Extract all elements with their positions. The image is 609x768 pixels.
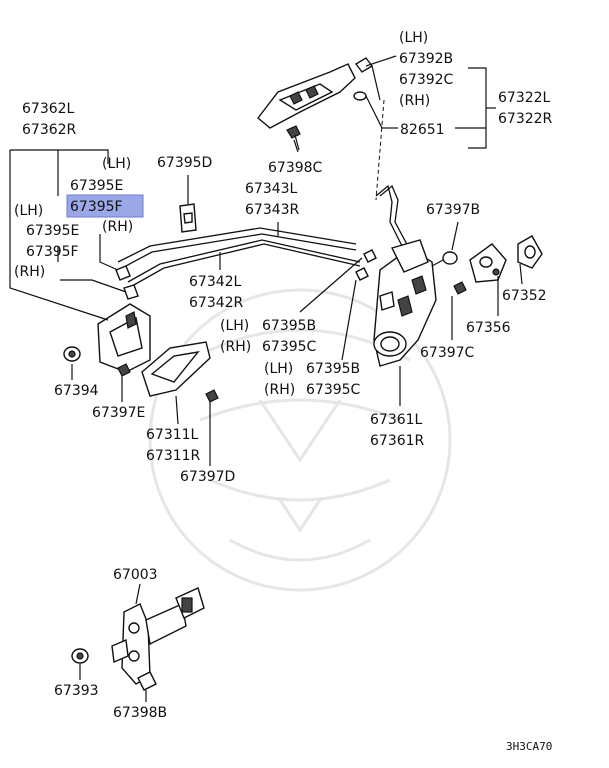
nut-67393 — [71, 648, 89, 664]
rods-67342-67343 — [117, 184, 411, 287]
label-67352: 67352 — [502, 288, 547, 304]
label-67392b: 67392B — [399, 51, 453, 67]
label-rh-b: (RH) — [14, 264, 45, 280]
label-67398c: 67398C — [268, 160, 323, 176]
label-67397c: 67397C — [420, 345, 475, 361]
label-67394: 67394 — [54, 383, 99, 399]
label-67393: 67393 — [54, 683, 99, 699]
label-lh-b: (LH) — [14, 203, 43, 219]
handle-67311 — [141, 341, 211, 397]
label-67395c-d: 67395C — [306, 382, 361, 398]
label-rh-c: (RH) — [220, 339, 251, 355]
label-67343r: 67343R — [245, 202, 300, 218]
label-67361r: 67361R — [370, 433, 425, 449]
label-lh-c: (LH) — [220, 318, 249, 334]
screw-67397e — [117, 363, 131, 377]
cap-67394 — [63, 346, 81, 362]
bolt-67398b — [137, 671, 157, 691]
label-67343l: 67343L — [245, 181, 298, 197]
label-67395e-b: 67395E — [26, 223, 79, 239]
watermark-emblem — [148, 288, 452, 592]
label-67362r: 67362R — [22, 122, 77, 138]
label-67397b: 67397B — [426, 202, 480, 218]
label-rh-d: (RH) — [264, 382, 295, 398]
handle-base-67362 — [97, 303, 151, 373]
label-67311r: 67311R — [146, 448, 201, 464]
label-67342r: 67342R — [189, 295, 244, 311]
striker-67356 — [469, 243, 507, 283]
label-67395b-c: 67395B — [262, 318, 316, 334]
latch-67361 — [355, 239, 437, 367]
screw-67397d — [205, 389, 219, 403]
label-67003: 67003 — [113, 567, 158, 583]
bolt-67397c — [451, 281, 467, 340]
label-lh-d: (LH) — [264, 361, 293, 377]
label-67356: 67356 — [466, 320, 511, 336]
checker-67003 — [111, 587, 205, 685]
label-67322r: 67322R — [498, 111, 553, 127]
label-67362l: 67362L — [22, 101, 75, 117]
label-67392c: 67392C — [399, 72, 454, 88]
outside-handle-67322 — [257, 57, 374, 129]
label-67361l: 67361L — [370, 412, 423, 428]
label-rh-top: (RH) — [399, 93, 430, 109]
label-67395b-d: 67395B — [306, 361, 360, 377]
label-67398b: 67398B — [113, 705, 167, 721]
label-lh-a: (LH) — [102, 156, 131, 172]
striker-67352 — [517, 235, 543, 269]
screw-67398c — [286, 125, 301, 151]
label-67395d: 67395D — [157, 155, 212, 171]
label-67311l: 67311L — [146, 427, 199, 443]
label-67395c-c: 67395C — [262, 339, 317, 355]
label-67397e: 67397E — [92, 405, 145, 421]
label-67395e-a: 67395E — [70, 178, 123, 194]
label-82651: 82651 — [400, 122, 445, 138]
clip-67395d — [179, 175, 197, 233]
label-rh-a: (RH) — [102, 219, 133, 235]
label-67322l: 67322L — [498, 90, 551, 106]
label-lh-top: (LH) — [399, 30, 428, 46]
label-67395f-b: 67395F — [26, 244, 79, 260]
label-67395f-a: 67395F — [70, 199, 123, 215]
label-67397d: 67397D — [180, 469, 235, 485]
clips-67395e-f — [115, 265, 139, 300]
highlighted-part-67395f — [66, 194, 144, 218]
bolt-67397b — [431, 251, 458, 267]
diagram-code: 3H3CA70 — [506, 740, 552, 753]
label-67342l: 67342L — [189, 274, 242, 290]
